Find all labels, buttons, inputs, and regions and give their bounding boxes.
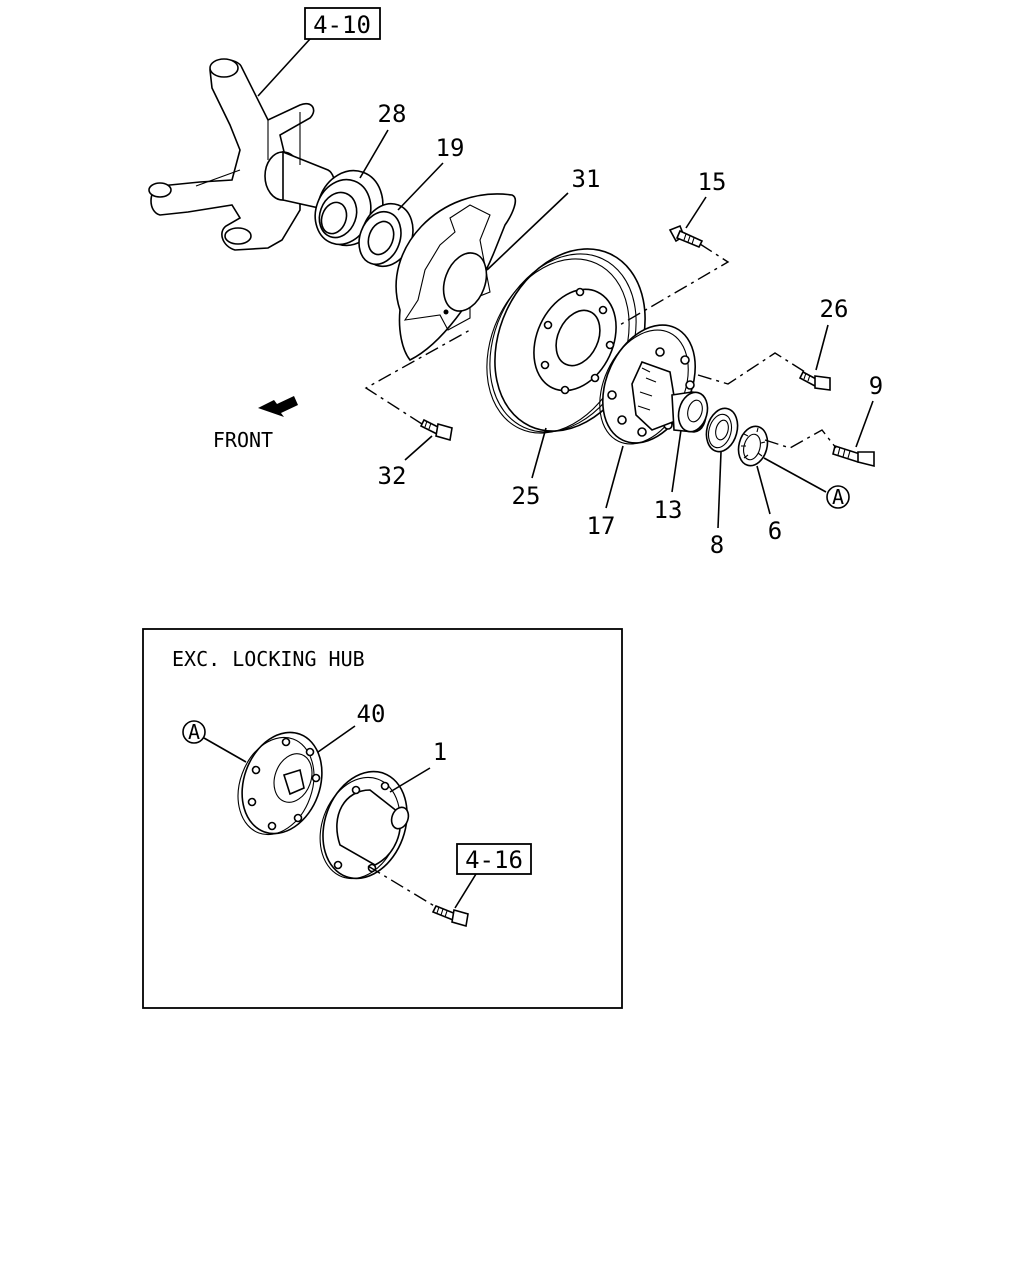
part-label-17: 17 [587, 512, 616, 540]
part-label-40: 40 [357, 700, 386, 728]
bearing-19 [358, 202, 414, 268]
bolt-32 [419, 418, 453, 442]
part-label-26: 26 [820, 295, 849, 323]
part-label-31: 31 [572, 165, 601, 193]
part-label-19: 19 [436, 134, 465, 162]
bolt-15 [668, 224, 704, 249]
screw-9 [832, 444, 875, 468]
hub-flange-17 [599, 324, 697, 445]
ref-4-10-label: 4-10 [313, 11, 371, 39]
hub-cap-1 [319, 770, 410, 880]
ref-4-16-label: 4-16 [465, 846, 523, 874]
assembly-lines [364, 243, 837, 449]
bolt-26 [798, 370, 831, 391]
part-label-13: 13 [654, 496, 683, 524]
callout-a-inset-letter: A [188, 720, 200, 744]
part-label-6: 6 [768, 517, 782, 545]
label-28: 28 [359, 100, 407, 179]
part-label-32: 32 [378, 462, 407, 490]
front-arrow: FRONT [213, 396, 298, 452]
label-8: 8 [710, 451, 724, 559]
ref-box-4-10: 4-10 [257, 7, 381, 97]
label-31: 31 [486, 165, 601, 271]
ref-box-4-16: 4-16 [454, 843, 532, 909]
label-26: 26 [815, 295, 849, 371]
part-label-8: 8 [710, 531, 724, 559]
dust-shield-31 [395, 193, 517, 362]
callout-a-upper: A [763, 457, 850, 509]
part-label-9: 9 [869, 372, 883, 400]
label-32: 32 [378, 435, 433, 490]
part-label-15: 15 [698, 168, 727, 196]
label-9: 9 [855, 372, 883, 448]
lock-washer-6 [737, 425, 769, 467]
label-17: 17 [587, 445, 624, 540]
bearing-8 [705, 407, 739, 453]
inset-exc-locking-hub: EXC. LOCKING HUB A [142, 628, 623, 1009]
hub-sleeve-13 [671, 391, 709, 433]
part-label-1: 1 [433, 738, 447, 766]
hub-flange-40 [237, 731, 323, 836]
callout-a-inset [182, 720, 206, 744]
disc-bolt-holes [540, 287, 615, 395]
label-13: 13 [654, 429, 683, 524]
label-6: 6 [756, 465, 782, 545]
cap-bolt [367, 865, 469, 928]
front-label: FRONT [213, 428, 273, 452]
label-19: 19 [397, 134, 465, 211]
callout-a-upper-letter: A [832, 485, 844, 509]
part-label-28: 28 [378, 100, 407, 128]
label-15: 15 [685, 168, 727, 229]
label-25: 25 [512, 427, 547, 510]
steering-knuckle [148, 58, 337, 251]
part-label-25: 25 [512, 482, 541, 510]
inset-title: EXC. LOCKING HUB [172, 647, 365, 671]
